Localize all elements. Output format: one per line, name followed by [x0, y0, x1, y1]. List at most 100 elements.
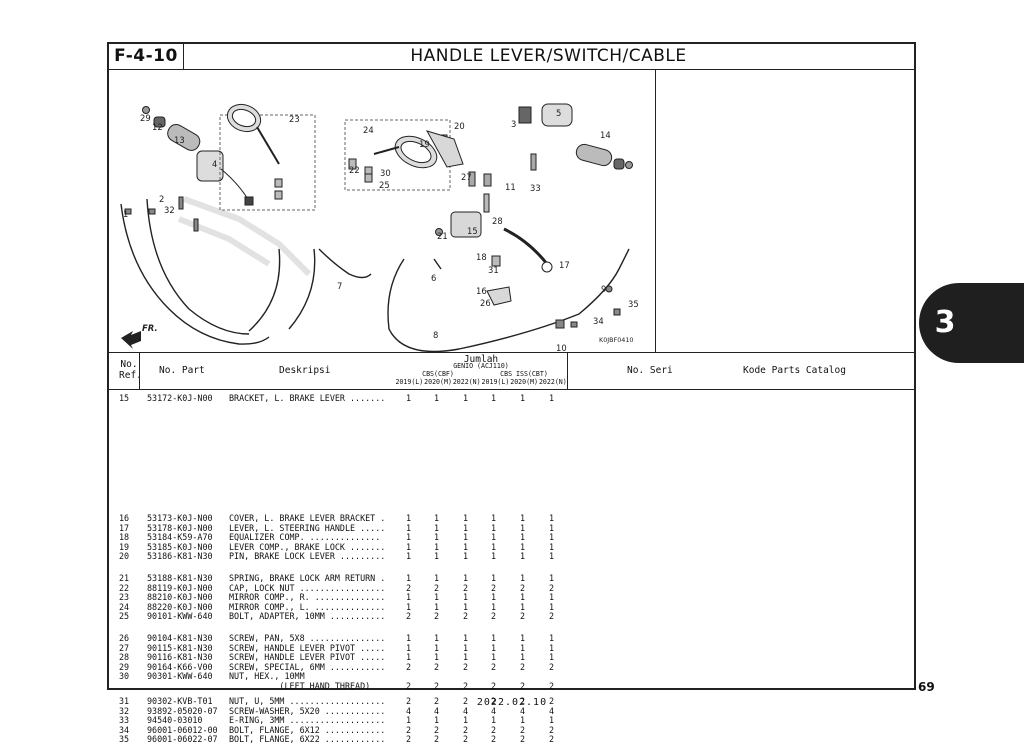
header-year: 2020(M) — [510, 378, 539, 386]
quantity: 1 — [434, 541, 440, 552]
header-cbs-iss: CBS ISS(CBT) — [500, 370, 548, 378]
part-callout: 14 — [600, 130, 611, 140]
quantity: 1 — [491, 592, 497, 603]
ref-number: 17 — [119, 522, 130, 533]
right-mirror-group — [219, 103, 316, 211]
quantity: 1 — [549, 532, 555, 543]
right-switch-housing-4 — [196, 150, 224, 182]
part-number: 93892-05020-07 — [147, 705, 218, 716]
quantity: 1 — [491, 633, 497, 643]
part-description: LEVER COMP., BRAKE LOCK ....... — [229, 541, 386, 552]
header-year: 2022(N) — [452, 378, 481, 386]
part-callout: 8 — [433, 330, 438, 340]
quantity: 2 — [406, 734, 412, 745]
part-callout: 2 — [159, 194, 164, 204]
part-callout: 35 — [628, 299, 639, 309]
quantity: 2 — [434, 696, 440, 706]
quantity: 1 — [520, 642, 526, 653]
part-callout: 5 — [556, 108, 561, 118]
quantity: 2 — [491, 724, 497, 735]
quantity: 1 — [549, 633, 555, 643]
part-description: SCREW, HANDLE LEVER PIVOT ..... — [229, 642, 386, 653]
part-callout: 12 — [152, 122, 163, 132]
part-number: 90116-K81-N30 — [147, 652, 213, 663]
header-cbs: CBS(CBF) — [422, 370, 454, 378]
part-description: BOLT, ADAPTER, 10MM ........... — [229, 611, 386, 622]
quantity: 1 — [434, 633, 440, 643]
quantity: 2 — [491, 611, 497, 622]
diagram-code: K0JBF0410 — [599, 336, 633, 344]
part-description: SPRING, BRAKE LOCK ARM RETURN . — [229, 573, 386, 583]
ref-number: 33 — [119, 715, 130, 726]
quantity: 2 — [463, 582, 469, 593]
quantity: 1 — [520, 532, 526, 543]
header-year: 2019(L) — [395, 378, 424, 386]
quantity: 1 — [491, 601, 497, 612]
ref-number: 28 — [119, 652, 130, 663]
part-callout: 30 — [380, 168, 391, 178]
quantity: 1 — [406, 633, 412, 643]
part-description: EQUALIZER COMP. .............. — [229, 532, 381, 543]
quantity: 1 — [520, 522, 526, 533]
part-number: 96001-06012-00 — [147, 724, 218, 735]
quantity: 2 — [434, 734, 440, 745]
part-callout: 24 — [363, 125, 374, 135]
quantity: 1 — [463, 513, 469, 523]
ref-number: 22 — [119, 582, 130, 593]
quantity: 1 — [549, 601, 555, 612]
quantity: 1 — [406, 642, 412, 653]
quantity: 1 — [434, 652, 440, 663]
quantity: 1 — [491, 573, 497, 583]
table-header: No. Ref. No. Part Deskripsi Jumlah GENIO… — [109, 352, 914, 390]
quantity: 1 — [463, 592, 469, 603]
quantity: 2 — [491, 734, 497, 745]
part-callout: 1 — [123, 209, 128, 219]
quantity: 1 — [463, 551, 469, 562]
quantity: 1 — [406, 592, 412, 603]
quantity: 2 — [463, 724, 469, 735]
part-callout: 27 — [461, 172, 472, 182]
part-description: CAP, LOCK NUT ................. — [229, 582, 386, 593]
part-number: 88220-K0J-N00 — [147, 601, 213, 612]
part-callout: 9 — [601, 284, 606, 294]
quantity: 1 — [463, 642, 469, 653]
quantity: 1 — [520, 652, 526, 663]
quantity: 1 — [434, 573, 440, 583]
quantity: 2 — [406, 680, 412, 691]
diagram-drawing: FR. 123456789101112131415161718192021222… — [120, 103, 639, 352]
quantity: 1 — [434, 642, 440, 653]
quantity: 1 — [520, 715, 526, 726]
quantity: 2 — [463, 611, 469, 622]
quantity: 2 — [549, 680, 555, 691]
part-description: MIRROR COMP., R. .............. — [229, 592, 386, 603]
part-number: 53186-K81-N30 — [147, 551, 213, 562]
header-no: No. — [120, 359, 138, 370]
part-description: E-RING, 3MM ................... — [229, 715, 386, 726]
part-callout: 3 — [511, 119, 516, 129]
ref-number: 34 — [119, 724, 130, 735]
part-callout: 6 — [431, 273, 436, 283]
quantity: 2 — [434, 680, 440, 691]
part-description: SCREW, SPECIAL, 6MM ........... — [229, 661, 386, 672]
quantity: 2 — [434, 724, 440, 735]
part-description: (LEFT HAND THREAD) — [229, 680, 371, 691]
header-no-ref: No. Ref. — [119, 359, 142, 381]
cable-6 — [433, 258, 442, 270]
quantity: 1 — [520, 551, 526, 562]
quantity: 1 — [491, 532, 497, 543]
cable-1 — [120, 203, 270, 345]
part-callout: 19 — [419, 139, 430, 149]
quantity: 1 — [549, 393, 555, 403]
